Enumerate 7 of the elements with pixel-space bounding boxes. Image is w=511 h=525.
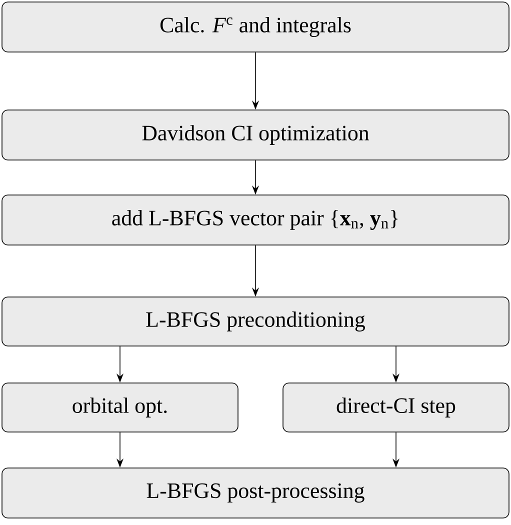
process-box: add L-BFGS vector pair {x$_{n}$, y$_{n}$} — [2, 194, 510, 246]
process-box: Davidson CI optimization — [2, 110, 510, 160]
process-box: orbital opt. — [2, 382, 238, 432]
process-box: L-BFGS preconditioning — [2, 296, 510, 346]
process-box: L-BFGS post-processing — [2, 468, 510, 518]
process-box: direct-CI step — [282, 382, 510, 432]
process-box: Calc. F$^{c}$ and integrals — [2, 2, 510, 52]
